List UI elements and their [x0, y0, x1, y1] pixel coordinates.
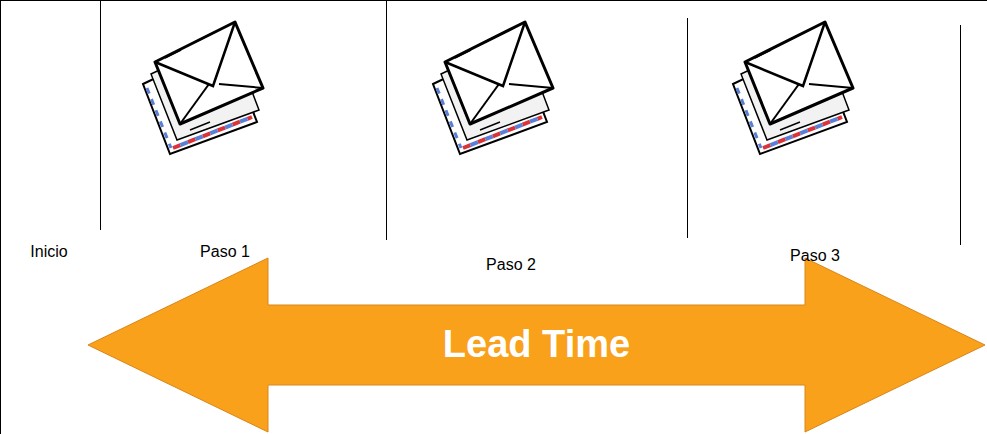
- frame-line: [0, 0, 987, 1]
- double-arrow-band: Lead Time: [88, 258, 985, 432]
- step-label: Inicio: [30, 242, 67, 261]
- divider-line: [386, 0, 387, 240]
- envelope-icon: [733, 22, 853, 154]
- arrow-shape: [88, 258, 985, 432]
- step-label: Paso 1: [200, 242, 250, 261]
- divider-line: [100, 0, 101, 230]
- step-label: Paso 2: [486, 255, 536, 274]
- step-label: Paso 3: [790, 246, 840, 265]
- envelope-icon: [433, 22, 553, 154]
- frame-line: [0, 0, 1, 434]
- envelope-icon: [143, 22, 263, 154]
- divider-line: [687, 18, 688, 238]
- divider-line: [960, 25, 961, 245]
- band-label: Lead Time: [443, 324, 630, 366]
